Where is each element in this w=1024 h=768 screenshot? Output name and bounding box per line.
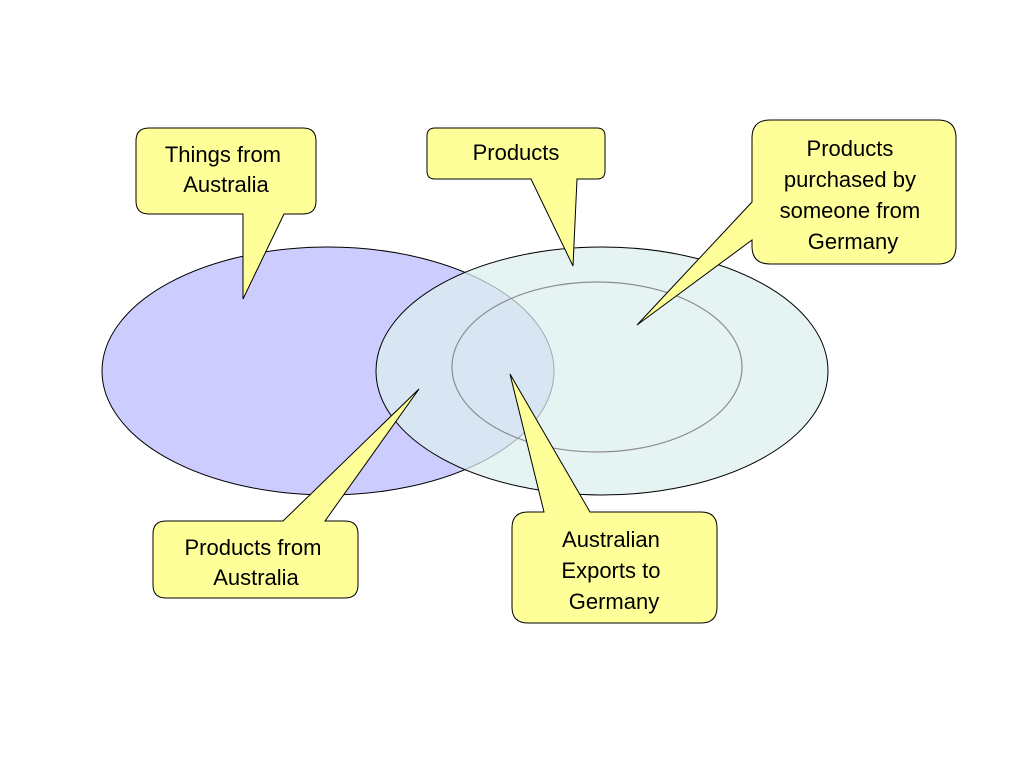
callout-line: Australia: [213, 565, 299, 590]
callout-text-products: Products: [473, 140, 560, 165]
callout-line: someone from: [780, 198, 921, 223]
callout-line: Products: [473, 140, 560, 165]
callout-products: [426, 127, 606, 267]
callout-text-purchased-by-germany: Products purchased by someone from Germa…: [780, 136, 927, 254]
callout-text-things-from-australia: Things from Australia: [165, 142, 287, 197]
callout-things-from-australia: [135, 127, 317, 300]
callout-products-from-australia: [152, 388, 420, 599]
callout-line: Australian: [562, 527, 660, 552]
callout-line: Australia: [183, 172, 269, 197]
callout-line: Germany: [808, 229, 898, 254]
callout-line: Products: [807, 136, 894, 161]
germany-purchases-ellipse: [451, 281, 743, 453]
callout-purchased-by-germany: [636, 119, 957, 326]
callout-australian-exports: [509, 373, 718, 624]
callout-text-australian-exports: Australian Exports to Germany: [561, 527, 666, 614]
callout-line: purchased by: [784, 167, 916, 192]
callout-line: Things from: [165, 142, 281, 167]
callout-text-products-from-australia: Products from Australia: [184, 535, 327, 590]
products-set-ellipse: [375, 246, 829, 496]
callout-line: Exports to: [561, 558, 660, 583]
callout-line: Germany: [569, 589, 659, 614]
callout-line: Products from: [184, 535, 321, 560]
